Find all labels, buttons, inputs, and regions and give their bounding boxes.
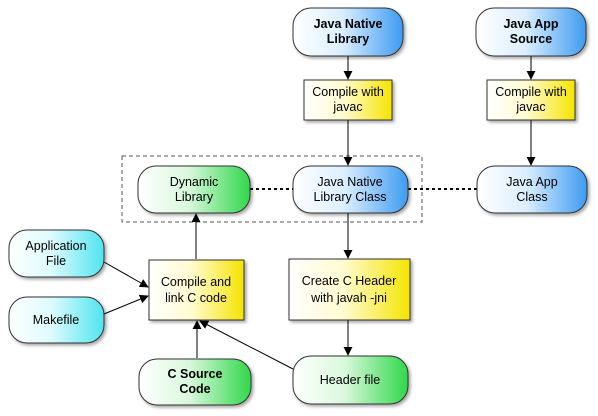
compile-javac-left-label-1: Compile with xyxy=(312,85,384,99)
java-app-class-label-2: Class xyxy=(516,190,547,204)
java-app-source-label-2: Source xyxy=(510,32,552,46)
compile-javac-right-node[interactable]: Compile with javac xyxy=(486,79,576,121)
dynamic-library-label-2: Library xyxy=(175,190,214,204)
header-file-node[interactable]: Header file xyxy=(292,355,409,405)
arrow-header-file-to-compile-link xyxy=(199,320,294,370)
header-file-label: Header file xyxy=(320,373,380,387)
create-c-header-label-1: Create C Header xyxy=(302,274,397,288)
dynamic-library-label-1: Dynamic xyxy=(170,175,219,189)
compile-javac-left-shape xyxy=(303,79,393,121)
java-app-class-shape xyxy=(476,165,588,214)
compile-javac-left-node[interactable]: Compile with javac xyxy=(303,79,393,121)
create-c-header-label-2: with javah -jni xyxy=(310,291,387,305)
java-native-library-shape xyxy=(292,7,404,57)
compile-link-c-shape xyxy=(148,259,245,321)
compile-javac-right-label-1: Compile with xyxy=(495,85,567,99)
header-file-shape xyxy=(292,355,409,405)
compile-javac-right-shape xyxy=(486,79,576,121)
application-file-shape xyxy=(8,229,105,278)
compile-javac-left-label-2: javac xyxy=(332,100,362,114)
compile-link-c-label-1: Compile and xyxy=(161,275,231,289)
application-file-label-2: File xyxy=(46,254,66,268)
arrow-application-file-to-compile-link xyxy=(103,261,149,288)
compile-javac-right-label-2: javac xyxy=(515,100,545,114)
compile-link-c-label-2: link C code xyxy=(165,291,227,305)
makefile-shape xyxy=(8,296,105,344)
java-native-library-label-2: Library xyxy=(327,32,369,46)
java-native-library-class-label-2: Library Class xyxy=(314,190,387,204)
application-file-label-1: Application xyxy=(25,239,86,253)
makefile-label: Makefile xyxy=(33,313,80,327)
c-source-code-node[interactable]: C Source Code xyxy=(138,358,252,406)
c-source-code-shape xyxy=(138,358,252,406)
c-source-code-label-1: C Source xyxy=(168,367,223,381)
java-native-library-label-1: Java Native xyxy=(314,17,383,31)
java-app-class-node[interactable]: Java App Class xyxy=(476,165,588,214)
c-source-code-label-2: Code xyxy=(179,382,210,396)
edges xyxy=(103,56,536,370)
java-app-class-label-1: Java App xyxy=(506,175,557,189)
create-c-header-node[interactable]: Create C Header with javah -jni xyxy=(288,258,411,321)
compile-link-c-node[interactable]: Compile and link C code xyxy=(148,259,245,321)
java-native-library-class-label-1: Java Native xyxy=(317,175,382,189)
dynamic-library-node[interactable]: Dynamic Library xyxy=(137,165,251,214)
makefile-node[interactable]: Makefile xyxy=(8,296,105,344)
java-app-source-node[interactable]: Java App Source xyxy=(475,7,587,57)
create-c-header-shape xyxy=(288,258,411,321)
arrow-makefile-to-compile-link xyxy=(103,294,149,315)
java-native-library-class-shape xyxy=(292,165,409,214)
application-file-node[interactable]: Application File xyxy=(8,229,105,278)
java-native-library-class-node[interactable]: Java Native Library Class xyxy=(292,165,409,214)
java-native-library-node[interactable]: Java Native Library xyxy=(292,7,404,57)
java-app-source-label-1: Java App xyxy=(503,17,558,31)
dynamic-library-shape xyxy=(137,165,251,214)
nodes: Java Native Library Compile with javac J… xyxy=(8,7,588,406)
java-app-source-shape xyxy=(475,7,587,57)
